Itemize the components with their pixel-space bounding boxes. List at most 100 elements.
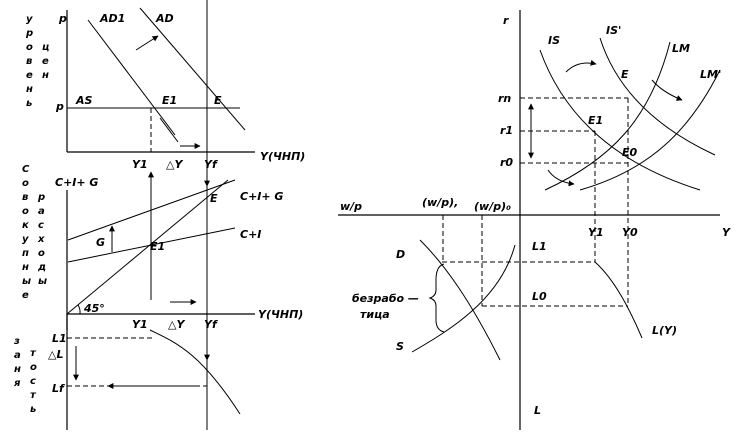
lm-prime-label: LM' [700,68,721,81]
ad-curve [139,7,246,131]
tick-wp0: (w/p)₀ [474,200,511,213]
point-e1-middle: E1 [150,240,165,253]
labor-market-panel: w/p Y L (w/p), (w/p)₀ Y1 Y0 L1 L0 L(Y) D… [338,196,731,430]
price-level-title: у р о в е н ь ц е н [25,14,49,109]
svg-text:а: а [38,206,45,217]
employment-panel: L1 △L Lf з а н я т о с т ь [13,314,241,430]
is-curve [539,49,701,191]
svg-text:р: р [25,28,33,39]
labor-supply-label: S [396,340,404,353]
is-shift-arrow [565,59,597,73]
tick-wp: (w/p), [422,196,458,209]
is-prime-label: IS' [606,24,621,37]
tick-y1-top: Y1 [132,158,148,171]
price-axis-label: p [58,12,67,25]
svg-text:о: о [38,248,45,259]
unemployment-line1: безрабо — [352,292,419,305]
tick-yf-middle: Yf [204,318,218,331]
svg-text:з: з [13,336,20,347]
tick-y1-right: Y1 [588,226,604,239]
ad1-label: AD1 [99,12,125,25]
unemployment-brace [428,263,445,333]
expenditure-axis-label: C+I+ G [55,176,98,189]
production-label: L(Y) [652,324,677,337]
svg-text:е: е [42,56,49,67]
keynesian-cross-panel: C+I+ G Y(ЧНП) С о в о к у п н ы е р а с … [22,164,303,331]
svg-text:с: с [30,376,36,387]
point-e-right: E [621,68,629,81]
svg-text:о: о [22,178,29,189]
production-curve [594,261,643,339]
svg-text:х: х [37,234,45,245]
ad-as-panel: p Y(ЧНП) у р о в е н ь ц е н AD1 AD p AS… [25,7,305,171]
svg-text:ь: ь [26,98,32,109]
svg-text:С: С [22,164,30,175]
svg-text:в: в [26,56,32,67]
tick-l1-right: L1 [532,240,547,253]
svg-text:ц: ц [42,42,49,53]
svg-text:е: е [26,70,33,81]
point-e1-top: E1 [162,94,177,107]
wage-axis-label: w/p [340,200,362,213]
labor-axis-label: L [534,404,541,417]
svg-text:а: а [14,350,21,361]
svg-text:д: д [37,262,46,273]
is-prime-curve [599,37,716,156]
angle-arc [77,304,81,315]
cig-label: C+I+ G [240,190,283,203]
point-e0-right: E0 [622,146,638,159]
svg-text:я: я [13,378,21,389]
lm-shift-arrow [651,79,683,101]
svg-text:е: е [22,290,29,301]
svg-text:ы: ы [38,276,47,287]
labor-demand-curve [419,239,501,361]
point-e-top: E [214,94,222,107]
tick-yf-top: Yf [204,158,218,171]
svg-text:н: н [26,84,33,95]
ad1-curve [87,19,176,136]
tick-y0-right: Y0 [622,226,638,239]
shift-arrow-top [159,117,179,143]
output-axis-label-middle: Y(ЧНП) [258,308,303,321]
labor-supply-curve [411,244,516,353]
output-axis-label-top: Y(ЧНП) [260,150,305,163]
ci-label: C+I [240,228,261,241]
is-down-arrow [547,169,575,187]
svg-text:о: о [30,362,37,373]
svg-text:у: у [26,14,33,25]
svg-text:у: у [22,234,29,245]
svg-text:н: н [14,364,21,375]
tick-r0: r0 [500,156,513,169]
tick-lf: Lf [52,382,65,395]
tick-l0-right: L0 [532,290,547,303]
svg-text:ь: ь [30,404,36,415]
svg-text:с: с [38,220,44,231]
svg-text:о: о [22,206,29,217]
forty-five-degree-line [66,179,229,315]
svg-text:р: р [37,192,45,203]
as-label: AS [75,94,93,107]
lm-prime-curve [579,69,721,191]
employment-curve [149,329,241,415]
angle-label: 45° [83,302,105,315]
svg-text:о: о [26,42,33,53]
output-axis-label-right: Y [722,226,731,239]
svg-text:п: п [22,248,29,259]
tick-r1: r1 [500,124,513,137]
svg-text:н: н [22,262,29,273]
tick-l1: L1 [52,332,67,345]
price-level-tick: p [55,100,64,113]
point-e-middle: E [210,192,218,205]
employment-title: з а н я т о с т ь [13,336,37,415]
is-label: IS [548,34,560,47]
svg-text:т: т [30,348,37,359]
svg-text:н: н [42,70,49,81]
interest-axis-label: r [503,14,509,27]
delta-y-middle: △Y [168,318,185,331]
svg-text:т: т [30,390,37,401]
unemployment-line2: тица [360,308,390,321]
delta-l: △L [48,348,63,361]
tick-y1-middle: Y1 [132,318,148,331]
svg-text:к: к [22,220,29,231]
